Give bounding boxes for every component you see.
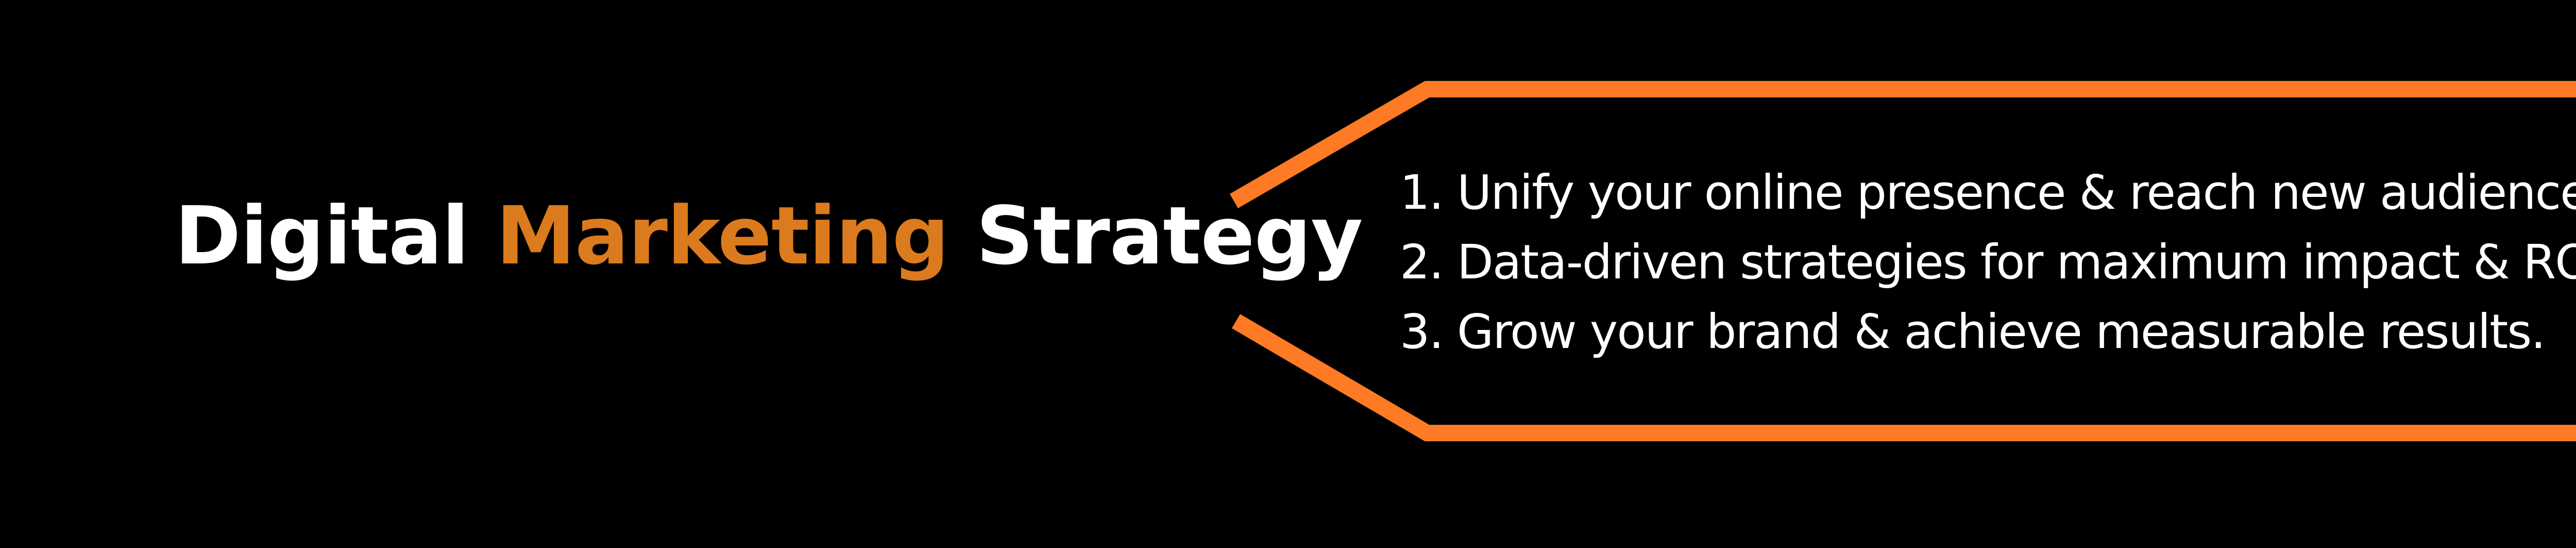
key-points-list: 1. Unify your online presence & reach ne… [1400,158,2576,367]
key-point-1: 1. Unify your online presence & reach ne… [1400,165,2576,220]
frame-stroke [1229,81,2576,441]
title-word-marketing: Marketing [496,189,950,283]
title-word-strategy: Strategy [948,189,1363,283]
key-point-2: 2. Data-driven strategies for maximum im… [1400,235,2576,290]
key-point-3: 3. Grow your brand & achieve measurable … [1400,304,2546,359]
title-word-digital: Digital [175,189,496,283]
page-title: Digital Marketing Strategy [175,196,1363,299]
